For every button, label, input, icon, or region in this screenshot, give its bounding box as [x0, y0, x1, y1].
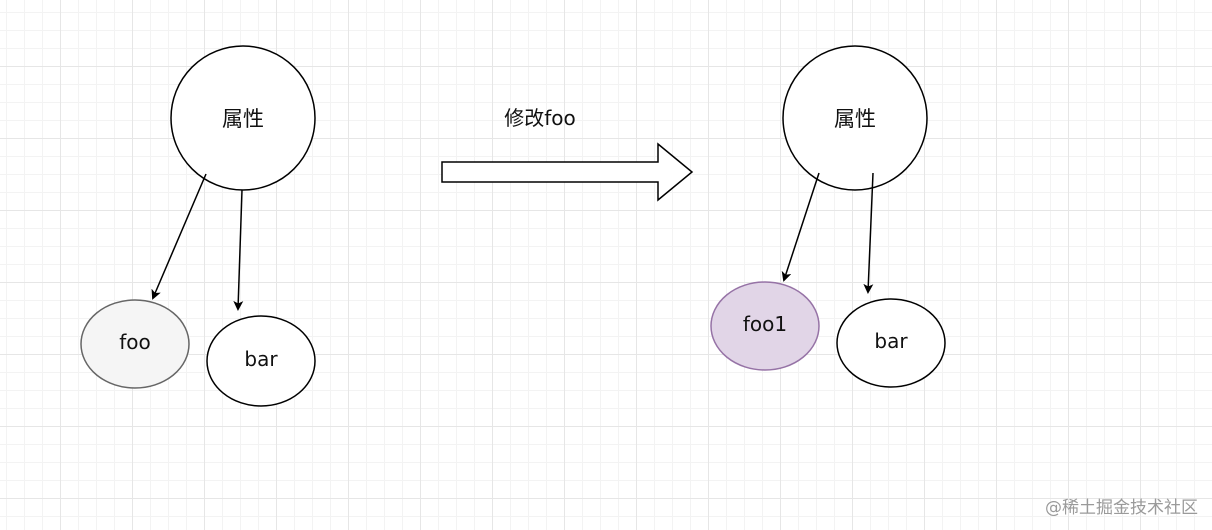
transition: 修改foo	[441, 106, 694, 202]
after-edge-root-bar	[863, 172, 874, 294]
before-root-node	[170, 45, 316, 191]
before-bar-label: bar	[244, 347, 278, 371]
transition-arrow-icon	[441, 142, 694, 202]
after-graph: 属性 foo1 bar	[710, 45, 946, 388]
after-root-label: 属性	[834, 107, 876, 131]
before-edge-root-bar	[233, 189, 244, 311]
before-edge-root-foo	[151, 173, 207, 300]
watermark: @稀土掘金技术社区	[1045, 498, 1198, 518]
before-foo-label: foo	[119, 330, 151, 354]
after-foo1-node	[710, 281, 820, 371]
after-bar-node	[836, 298, 946, 388]
after-edge-root-foo1	[781, 172, 820, 282]
before-root-label: 属性	[222, 107, 264, 131]
after-foo1-label: foo1	[743, 312, 787, 336]
after-root-node	[782, 45, 928, 191]
before-bar-node	[206, 315, 316, 407]
action-label: 修改foo	[504, 106, 576, 130]
before-graph: 属性 foo bar	[80, 45, 316, 407]
after-bar-label: bar	[874, 329, 908, 353]
before-foo-node	[80, 299, 190, 389]
